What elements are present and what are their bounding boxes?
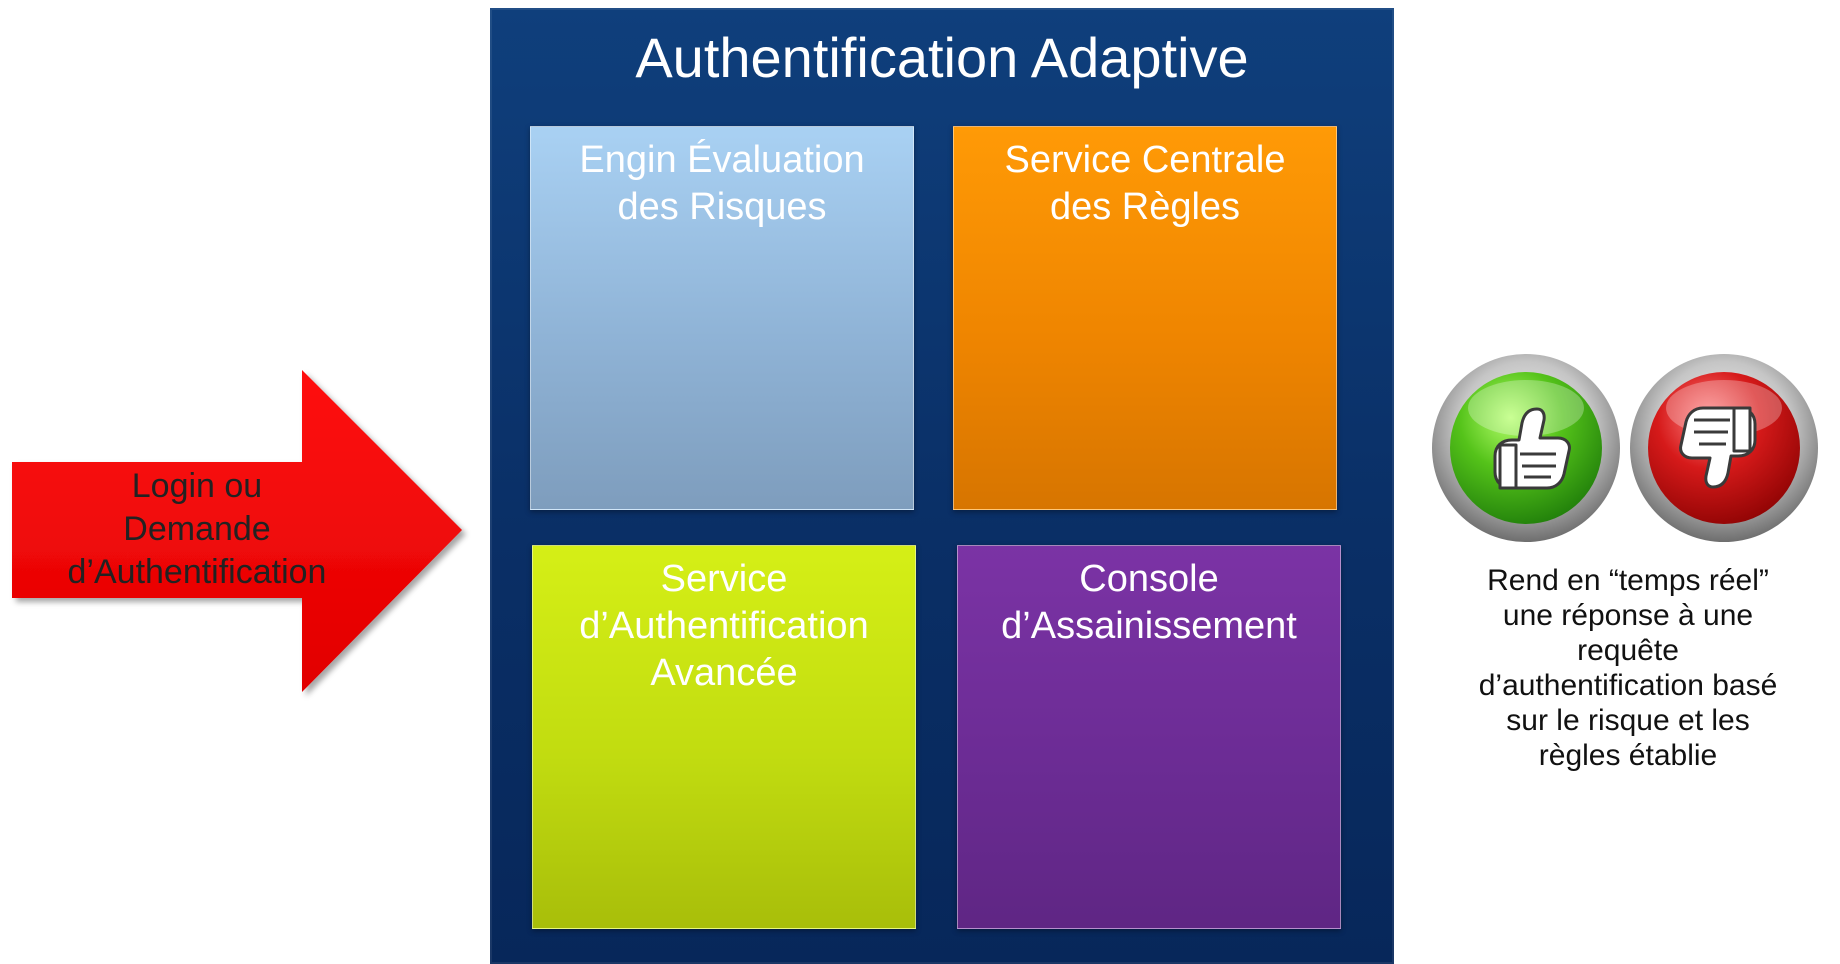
panel-title: Authentification Adaptive [635, 26, 1249, 89]
advanced-auth-service-tile: Service d’Authentification Avancée [532, 545, 916, 929]
rules-service-label-line: Service Centrale [1004, 139, 1286, 181]
rules-service-tile: Service Centrale des Règles [953, 126, 1337, 510]
risk-engine-label-line: des Risques [617, 186, 827, 228]
advanced-auth-service-label-line: Service [660, 558, 788, 600]
request-arrow: Login ou Demande d’Authentification [12, 370, 464, 692]
thumbs-up-icon [1428, 350, 1624, 546]
risk-engine-tile: Engin Évaluation des Risques [530, 126, 914, 510]
request-label-line: Login ou [131, 467, 263, 505]
result-description-line: d’authentification basé [1478, 669, 1778, 702]
request-label-line: d’Authentification [67, 553, 327, 591]
thumbs-up-icon-graphic [1432, 354, 1620, 542]
red-arrow-shape [12, 370, 462, 692]
adaptive-authentication-panel: Authentification Adaptive Engin Évaluati… [490, 8, 1394, 964]
advanced-auth-service-label-line: d’Authentification [579, 605, 869, 647]
remediation-console-tile: Console d’Assainissement [957, 545, 1341, 929]
risk-engine-label: Engin Évaluation des Risques [531, 127, 913, 231]
risk-engine-label-line: Engin Évaluation [579, 139, 865, 181]
thumbs-down-icon [1626, 350, 1822, 546]
request-label: Login ou Demande d’Authentification [12, 465, 382, 594]
thumbs-down-icon-graphic [1630, 354, 1818, 542]
result-description-line: requête [1577, 634, 1679, 667]
result-description-line: règles établie [1538, 739, 1718, 772]
result-description: Rend en “temps réel” une réponse à une r… [1418, 563, 1838, 773]
result-description-line: sur le risque et les [1506, 704, 1750, 737]
remediation-console-label-line: Console [1079, 558, 1219, 600]
remediation-console-label-line: d’Assainissement [1001, 605, 1297, 647]
result-description-line: Rend en “temps réel” [1487, 564, 1769, 597]
advanced-auth-service-label-line: Avancée [650, 652, 798, 694]
request-label-line: Demande [123, 510, 271, 548]
rules-service-label: Service Centrale des Règles [954, 127, 1336, 231]
result-description-line: une réponse à une [1502, 599, 1754, 632]
advanced-auth-service-label: Service d’Authentification Avancée [533, 546, 915, 697]
rules-service-label-line: des Règles [1049, 186, 1241, 228]
remediation-console-label: Console d’Assainissement [958, 546, 1340, 650]
